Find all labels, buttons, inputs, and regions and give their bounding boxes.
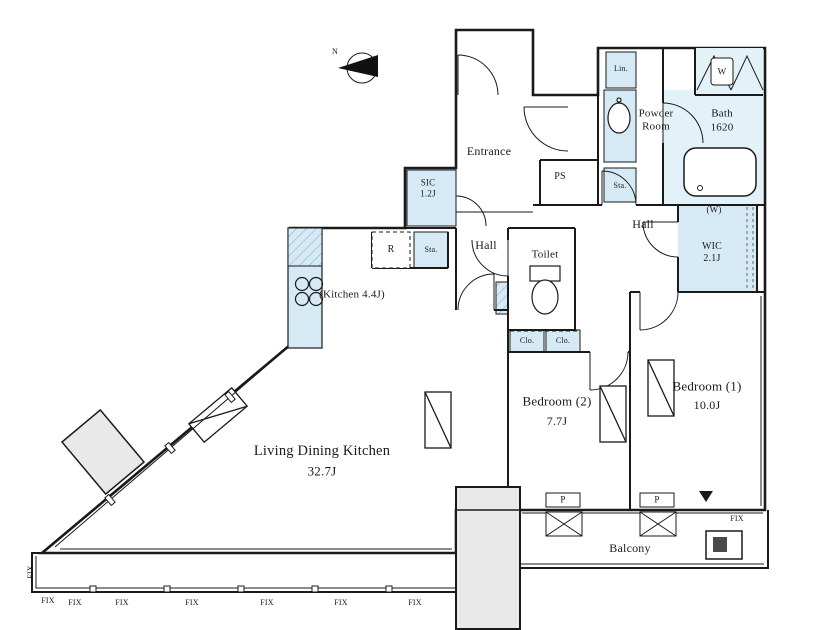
bathtub-icon (683, 147, 757, 197)
refrigerator-label: R (387, 244, 395, 255)
kitchen-label: (Kitchen 4.4J) (319, 288, 385, 301)
compass-north-label: N (332, 47, 338, 56)
ps-label: PS (554, 171, 566, 182)
bath-size-label: 1620 (710, 121, 734, 134)
washbasin-icon (607, 97, 631, 134)
storage-kitchen-label: Sta. (424, 245, 438, 254)
closet-left-label: Clo. (519, 336, 535, 345)
core-block (455, 486, 521, 630)
door-arcs (455, 54, 764, 391)
wic-label: WIC (701, 241, 723, 252)
fix-window-label-2: FIX (68, 598, 82, 607)
washer-box-icon (710, 57, 734, 86)
bedroom1-label: Bedroom (1) (672, 378, 742, 394)
hall-right-label: Hall (632, 217, 654, 231)
window-mullions (104, 390, 236, 507)
closet-right-label: Clo. (555, 336, 571, 345)
washer-label: W (717, 66, 727, 77)
powder-room-label-line2: Room (642, 120, 670, 133)
fix-window-label-0: FIX (26, 565, 35, 579)
pipe-duct-right (639, 492, 677, 537)
fix-window-label-6: FIX (334, 598, 348, 607)
bedroom2-label: Bedroom (2) (522, 393, 592, 409)
structure-bay-column (60, 408, 146, 496)
wic-size-label: 2.1J (703, 253, 721, 264)
fix-window-label-4: FIX (185, 598, 199, 607)
ldk-size-label: 32.7J (307, 463, 337, 479)
stove-icon (294, 276, 324, 307)
pipe-left-label: P (560, 494, 566, 505)
direction-marker-icon (699, 491, 713, 502)
toilet-icon (529, 265, 561, 315)
ldk-label: Living Dining Kitchen (253, 442, 391, 459)
fix-window-label-7: FIX (408, 598, 422, 607)
railing-posts (89, 585, 393, 593)
equipment-box (705, 530, 743, 560)
sic-size-label: 1.2J (420, 188, 436, 199)
entrance-label: Entrance (466, 144, 512, 158)
balcony-label: Balcony (609, 541, 651, 555)
bedroom2-size-label: 7.7J (546, 414, 568, 428)
powder-room-label-line1: Powder (638, 107, 674, 120)
sic-label: SIC (420, 177, 436, 188)
bath-label: Bath (711, 107, 733, 120)
compass-icon (338, 52, 378, 84)
pipe-right-label: P (654, 494, 660, 505)
bedroom1-size-label: 10.0J (693, 398, 721, 412)
storage-top-label: Sta. (613, 181, 627, 190)
refrigerator-space (371, 231, 411, 269)
toilet-label: Toilet (531, 248, 559, 261)
pipe-duct-left (545, 492, 583, 537)
fix-window-label-3: FIX (115, 598, 129, 607)
hall-left-label: Hall (475, 238, 497, 252)
fix-window-label-8: FIX (730, 514, 744, 523)
linen-label: Lin. (614, 64, 628, 73)
wic-note-label: (W) (706, 204, 722, 215)
fix-window-label-5: FIX (260, 598, 274, 607)
interior-walls (371, 48, 765, 510)
column-symbols (187, 359, 675, 449)
fix-window-label-1: FIX (41, 596, 55, 605)
